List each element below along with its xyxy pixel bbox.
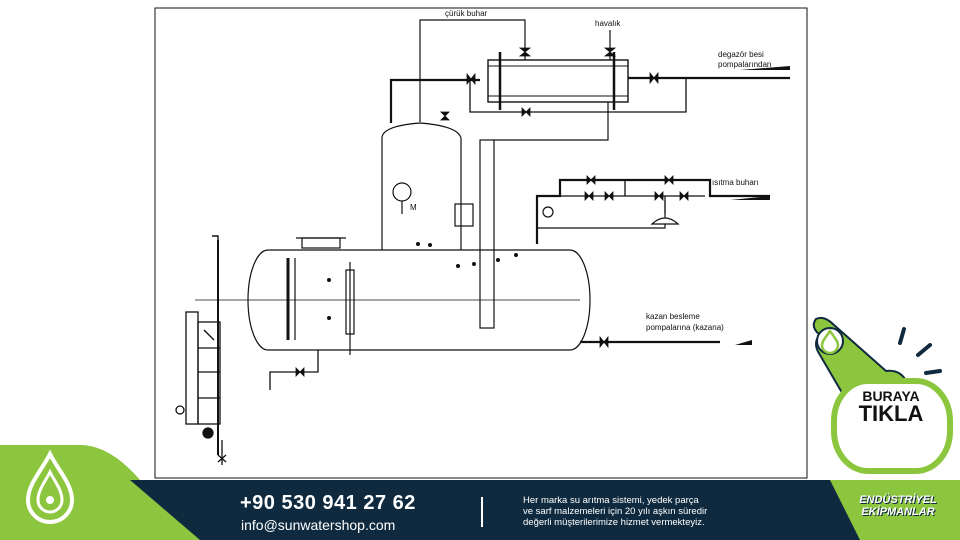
phone-number[interactable]: +90 530 941 27 62 [240,492,416,514]
water-drop-logo-icon [25,450,75,524]
label-degazor-2: pompalarından [718,60,771,69]
click-here-button[interactable] [800,315,955,485]
label-degazor-1: degazör besi [718,50,764,59]
control-valve [542,200,680,225]
level-column [175,311,227,465]
deaerator-column [381,122,462,250]
flow-arrows [730,66,790,345]
cta-line-2: TIKLA [858,401,924,426]
label-isitma-buhari: ısıtma buharı [712,178,759,187]
label-curuk-buhar: çürük buhar [445,9,488,18]
pressure-gauge [392,182,412,202]
description-line: değerli müşterilerimize hizmet vermektey… [523,517,705,528]
valves [295,47,689,377]
industry-line: EKİPMANLAR [861,506,935,518]
label-kazan-1: kazan besleme [646,312,700,321]
description-line: ve sarf malzemeleri için 20 yılı aşkın s… [523,506,708,517]
diagram-frame [154,7,808,479]
gauge-letter: M [410,203,417,212]
vent-condenser [487,59,629,103]
manhole [301,237,341,249]
description-line: Her marka su arıtma sistemi, yedek parça [523,495,699,506]
storage-tank [247,249,591,351]
label-havalik: havalık [595,19,621,28]
vent-pipe [389,78,480,123]
cta-label[interactable]: BURAYA TIKLA [836,389,946,425]
footer-divider [481,497,483,527]
company-description: Her marka su arıtma sistemi, yedek parça… [523,495,773,528]
heating-steam-line [535,178,770,244]
industry-label[interactable]: ENDÜSTRİYEL EKİPMANLAR [838,494,958,518]
label-kazan-2: pompalarına (kazana) [646,323,724,332]
email-address[interactable]: info@sunwatershop.com [241,517,396,533]
industry-line: ENDÜSTRİYEL [859,494,937,506]
industry-badge [830,480,960,540]
footer-background [0,445,960,540]
cta-line-1: BURAYA [862,388,920,404]
